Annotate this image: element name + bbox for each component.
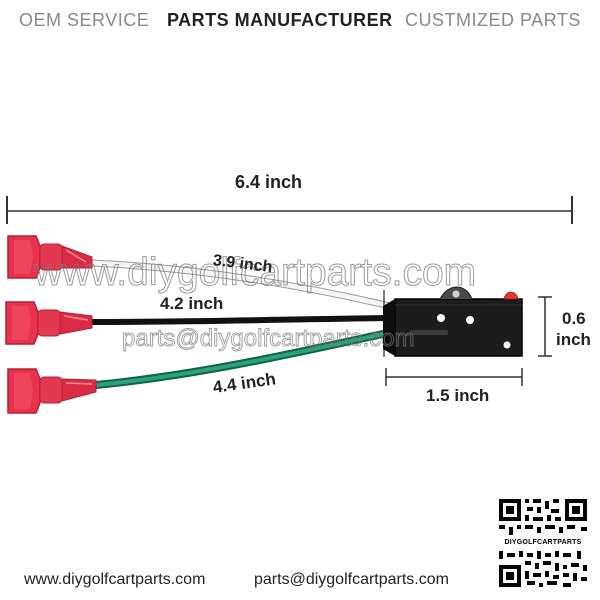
switch-height-unit: inch [556, 330, 591, 349]
watermark-email: parts@diygolfcartparts.com [122, 325, 414, 352]
overall-length-label: 6.4 inch [235, 172, 303, 192]
switch-height-value: 0.6 [562, 309, 586, 328]
oem-service-label: OEM SERVICE [19, 10, 150, 30]
parts-manufacturer-label: PARTS MANUFACTURER [167, 10, 393, 30]
length-dimension-line [385, 368, 523, 386]
header-banner: OEM SERVICE PARTS MANUFACTURER CUSTMIZED… [0, 0, 600, 40]
green-wire [92, 328, 396, 389]
watermark-site: www.diygolfcartparts.com [33, 251, 476, 294]
qr-code-label: DIYGOLFCARTPARTS [497, 538, 589, 548]
switch-body [383, 286, 523, 357]
terminal-top [7, 235, 93, 279]
overall-dimension-line [6, 196, 573, 224]
terminal-bottom [7, 368, 97, 414]
black-wire [89, 315, 395, 325]
terminal-middle [5, 301, 93, 345]
black-wire-length-label: 4.2 inch [160, 294, 224, 313]
switch-length-label: 1.5 inch [426, 386, 490, 405]
qr-code-label-area: DIYGOLFCARTPARTS [497, 497, 589, 589]
footer-email: parts@diygolfcartparts.com [254, 571, 449, 588]
height-dimension-line [538, 296, 552, 357]
footer-website: www.diygolfcartparts.com [24, 571, 206, 588]
customized-parts-label: CUSTMIZED PARTS [405, 10, 581, 30]
white-wire [88, 259, 394, 310]
